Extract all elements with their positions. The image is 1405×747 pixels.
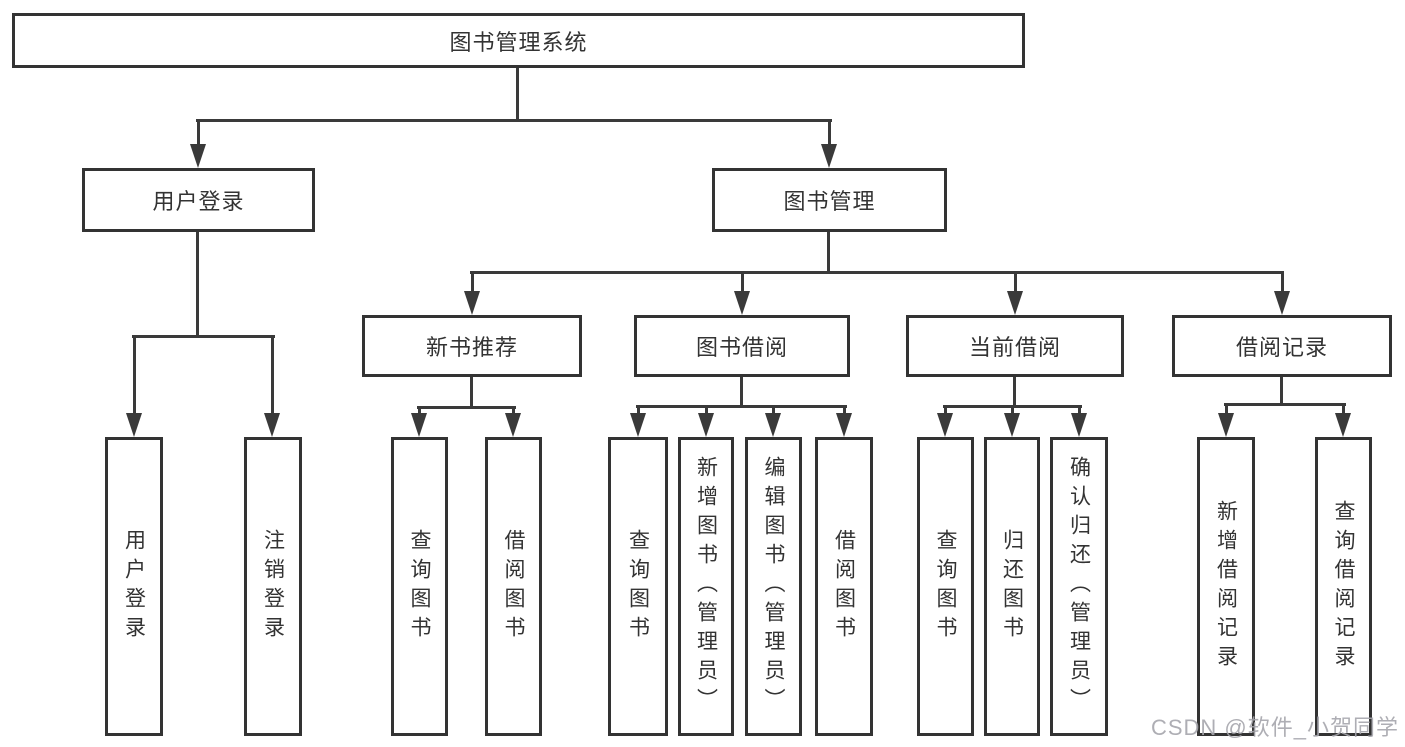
connector-arrow-down-icon [1071,406,1087,437]
node-borrow-books-borrowing: 借阅图书 [815,437,873,736]
node-borrow-books-recommend: 借阅图书 [485,437,542,736]
connector-arrow-down-icon [1004,406,1020,437]
connector-arrow-down-icon [1274,272,1290,315]
connector-line [417,406,516,409]
node-library-management-system: 图书管理系统 [12,13,1025,68]
node-edit-books-admin: 编辑图书（管理员） [745,437,802,736]
node-label: 新增图书（管理员） [694,456,718,717]
connector-arrow-down-icon [464,272,480,315]
node-label: 图书管理 [783,189,876,214]
node-query-books-current: 查询图书 [917,437,974,736]
node-query-books-recommend: 查询图书 [391,437,448,736]
node-label: 新书推荐 [425,335,518,360]
node-query-books-borrowing: 查询图书 [608,437,668,736]
node-label: 查询借阅记录 [1332,499,1355,674]
connector-arrow-down-icon [264,335,280,437]
node-label: 注销登录 [261,528,285,645]
connector-arrow-down-icon [630,406,646,437]
csdn-watermark: CSDN @软件_小贺同学 [1150,715,1399,740]
node-new-book-recommendation: 新书推荐 [362,315,582,377]
node-label: 确认归还（管理员） [1067,456,1091,717]
node-label: 图书借阅 [695,335,788,360]
connector-arrow-down-icon [836,406,852,437]
node-current-borrowing: 当前借阅 [906,315,1124,377]
node-label: 编辑图书（管理员） [762,456,785,717]
node-label: 用户登录 [122,528,146,645]
node-book-borrowing: 图书借阅 [634,315,850,377]
connector-line [636,405,847,408]
connector-arrow-down-icon [190,119,206,168]
node-label: 借阅图书 [832,528,856,645]
node-label: 查询图书 [626,528,650,645]
node-label: 查询图书 [934,528,957,645]
node-confirm-return-admin: 确认归还（管理员） [1050,437,1108,736]
connector-arrow-down-icon [821,119,837,168]
node-label: 借阅记录 [1235,335,1328,360]
connector-arrow-down-icon [734,272,750,315]
connector-line [516,68,519,119]
connector-line [1013,377,1016,408]
connector-arrow-down-icon [765,406,781,437]
connector-line [740,377,743,408]
node-label: 图书管理系统 [449,29,588,55]
connector-arrow-down-icon [1218,404,1234,437]
connector-line [1280,377,1283,406]
connector-arrow-down-icon [1007,272,1023,315]
node-borrowing-records: 借阅记录 [1172,315,1392,377]
connector-arrow-down-icon [1335,404,1351,437]
connector-arrow-down-icon [505,407,521,437]
connector-line [132,335,275,338]
connector-line [196,119,832,122]
node-query-borrow-record: 查询借阅记录 [1315,437,1372,736]
node-user-login-action: 用户登录 [105,437,163,736]
node-label: 新增借阅记录 [1214,499,1238,674]
connector-line [827,232,830,272]
connector-line [196,232,199,335]
node-label: 用户登录 [152,189,245,214]
node-logout: 注销登录 [244,437,302,736]
node-label: 查询图书 [408,528,431,645]
node-label: 借阅图书 [502,528,525,645]
connector-line [470,271,1284,274]
node-return-books: 归还图书 [984,437,1040,736]
node-label: 当前借阅 [968,335,1061,360]
connector-arrow-down-icon [411,407,427,437]
connector-arrow-down-icon [937,406,953,437]
connector-arrow-down-icon [698,406,714,437]
connector-line [1224,403,1346,406]
connector-line [470,377,473,409]
node-add-borrow-record: 新增借阅记录 [1197,437,1255,736]
node-book-management: 图书管理 [712,168,947,232]
connector-arrow-down-icon [126,335,142,437]
node-add-books-admin: 新增图书（管理员） [678,437,734,736]
node-user-login: 用户登录 [82,168,315,232]
node-label: 归还图书 [1000,528,1024,645]
